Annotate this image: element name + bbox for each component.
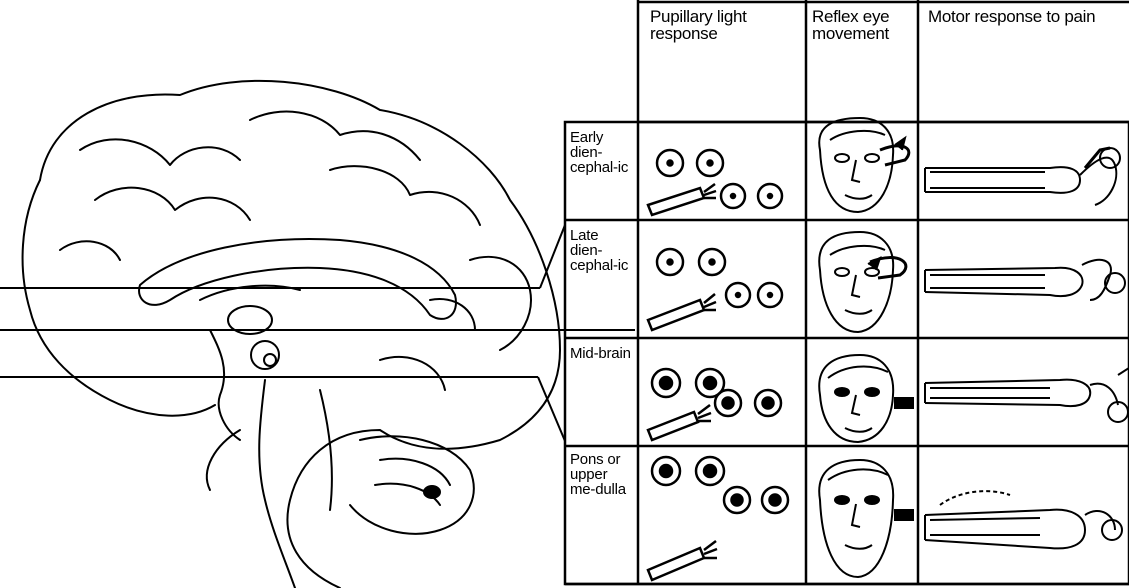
cerebellum: [350, 436, 474, 534]
row-label-midbrain: Mid-brain: [570, 346, 632, 361]
cerebrum-outline: [40, 81, 560, 588]
flashlight-icon: [648, 184, 716, 215]
column-header-pupillary: Pupillary light response: [650, 8, 800, 42]
pupil-pair-early: [657, 150, 782, 208]
body-posture-icon: [925, 260, 1125, 300]
pupil-pair-midbrain: [652, 369, 781, 416]
row-label-late-diencephalic: Late dien-cephal-ic: [570, 228, 632, 273]
cerebrum-front: [23, 180, 215, 416]
column-header-motor: Motor response to pain: [928, 8, 1098, 25]
body-posture-icon: [925, 148, 1120, 205]
flashlight-icon: [648, 541, 717, 580]
face-icon: [819, 355, 913, 442]
row-label-early-diencephalic: Early dien-cephal-ic: [570, 130, 632, 175]
pupil-pair-pons: [652, 457, 788, 513]
face-icon: [819, 232, 906, 332]
column-header-reflex: Reflex eye movement: [812, 8, 912, 42]
body-posture-icon: [925, 491, 1122, 548]
corpus-callosum: [139, 239, 456, 319]
face-icon: [819, 460, 913, 577]
pupil-pair-late: [657, 249, 782, 307]
row-label-pons-medulla: Pons or upper me-dulla: [570, 452, 632, 497]
flashlight-icon: [648, 405, 711, 440]
face-icon: [819, 118, 909, 212]
brainstem: [259, 380, 295, 588]
body-posture-icon: [925, 368, 1129, 422]
flashlight-icon: [648, 294, 716, 330]
